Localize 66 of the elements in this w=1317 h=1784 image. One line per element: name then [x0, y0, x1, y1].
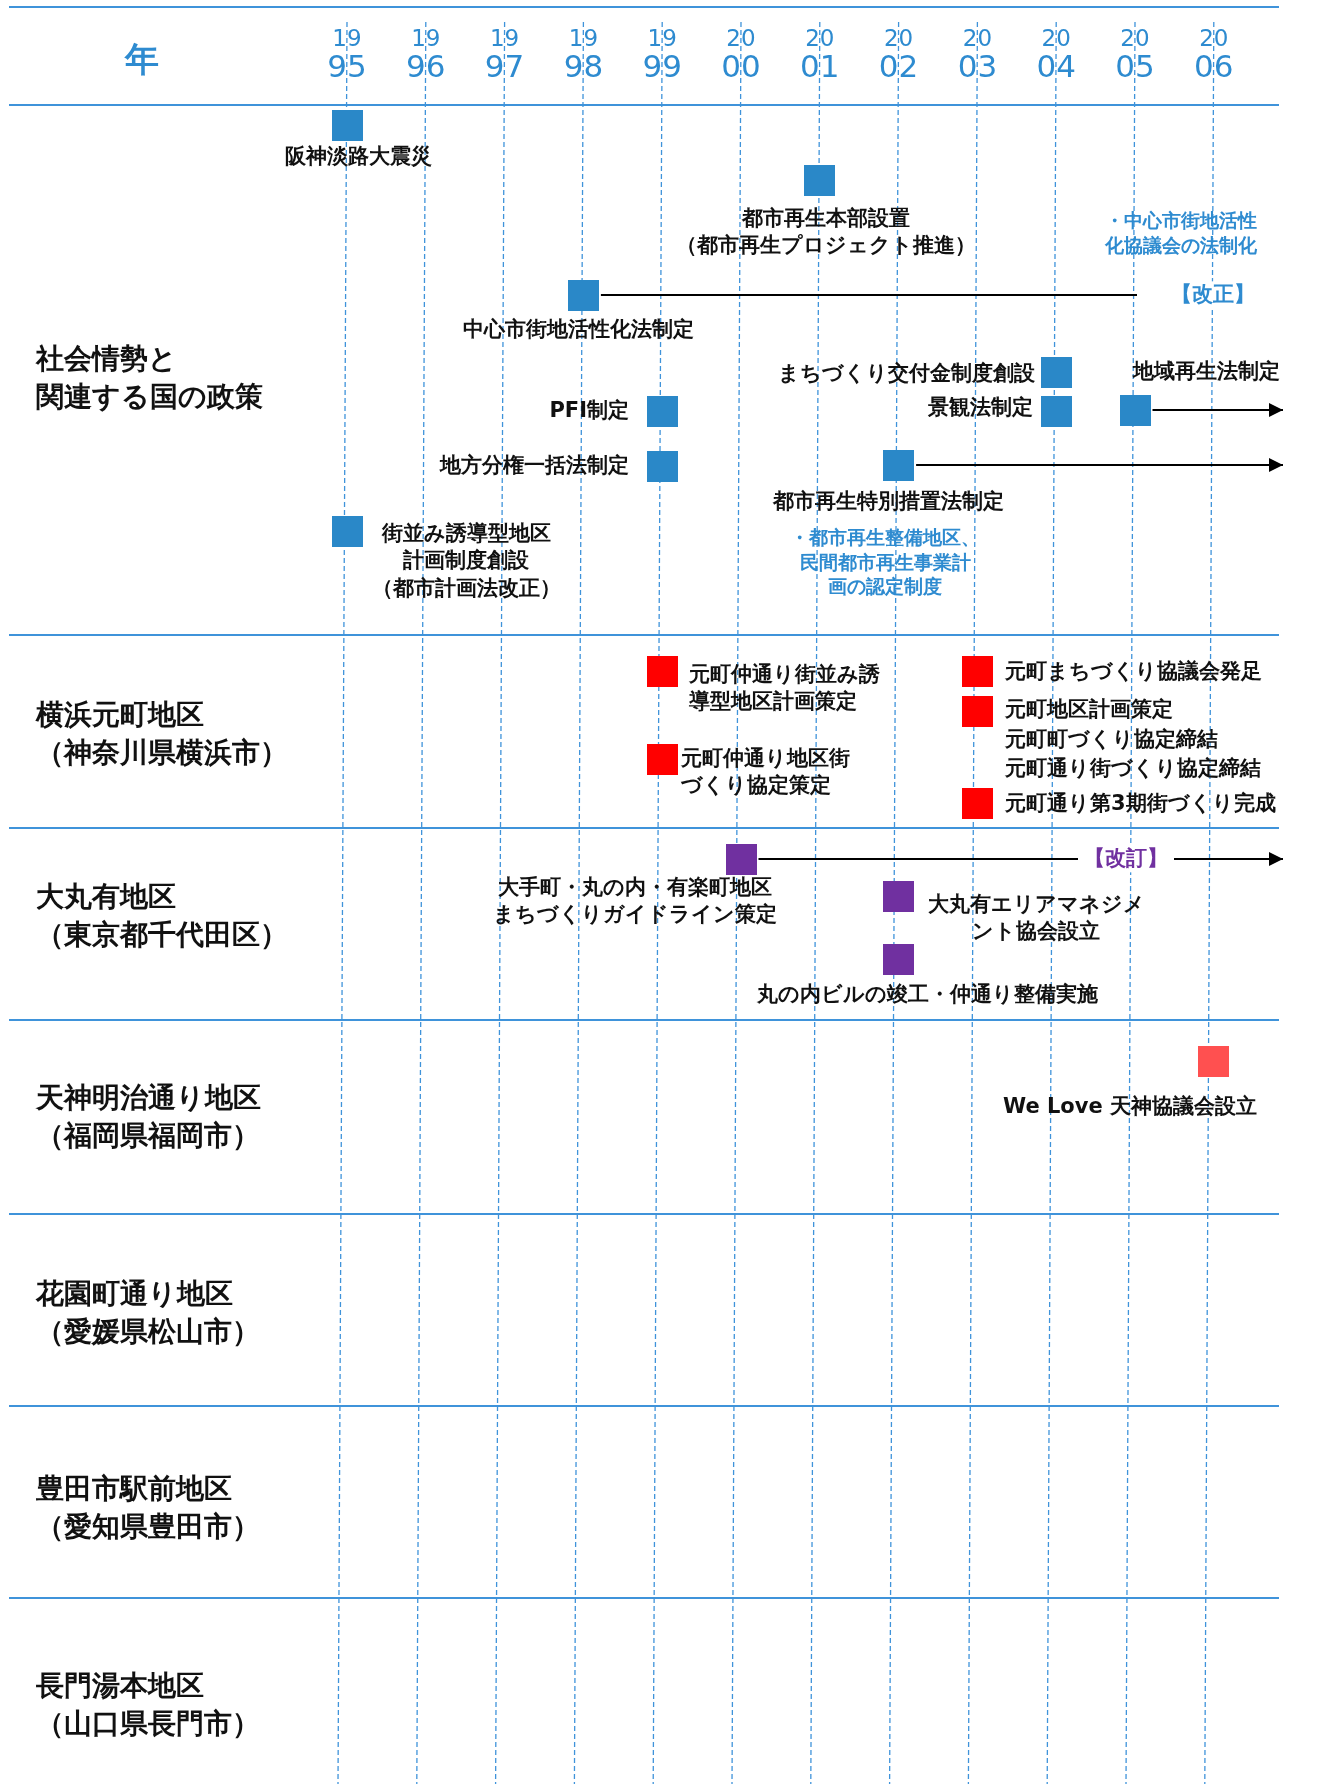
- event-label: 中心市街地活性化法制定: [462, 316, 694, 344]
- row-heading: 大丸有地区（東京都千代田区）: [36, 879, 288, 953]
- row-heading: 豊田市駅前地区（愛知県豊田市）: [36, 1471, 260, 1545]
- year-label: 20 03: [957, 24, 998, 82]
- year-label: 20 02: [878, 24, 919, 82]
- event-marker: [567, 279, 599, 311]
- year-label: 20 05: [1115, 24, 1155, 82]
- event-marker: [1040, 395, 1072, 427]
- event-label: 地方分権一括法制定: [440, 452, 629, 480]
- event-label: 都市再生本部設置（都市再生プロジェクト推進）: [676, 204, 976, 259]
- event-marker: [961, 787, 993, 819]
- arrow: [1151, 403, 1284, 417]
- year-label: 20 01: [799, 24, 840, 82]
- event-marker: [646, 395, 678, 427]
- year-label: 19 98: [563, 24, 604, 82]
- event-label: 元町まちづくり協議会発足: [1005, 658, 1262, 686]
- event-marker: [1119, 394, 1151, 426]
- row-heading: 花園町通り地区（愛媛県松山市）: [36, 1276, 260, 1350]
- event-marker: [646, 743, 678, 775]
- event-marker: [1198, 1045, 1230, 1077]
- event-marker: [883, 880, 915, 912]
- event-marker: [961, 695, 993, 727]
- event-label: 大丸有エリアマネジメント協会設立: [927, 890, 1145, 945]
- event-marker: [646, 655, 678, 687]
- event-label: PFI制定: [549, 397, 629, 425]
- event-marker: [961, 655, 993, 687]
- event-marker: [883, 943, 915, 975]
- event-marker: [1040, 356, 1072, 388]
- event-label: 阪神淡路大震災: [284, 143, 432, 171]
- year-label: 20 04: [1036, 24, 1077, 82]
- note: ・中心市街地活性化協議会の法制化: [1105, 208, 1257, 258]
- event-label: 都市再生特別措置法制定: [772, 488, 1004, 516]
- row-heading: 天神明治通り地区（福岡県福岡市）: [36, 1080, 261, 1154]
- row-heading: 横浜元町地区（神奈川県横浜市）: [36, 697, 288, 771]
- event-marker: [331, 109, 363, 141]
- event-label: 大手町・丸の内・有楽町地区まちづくりガイドライン策定: [493, 873, 777, 928]
- edge-label: 【改訂】: [1078, 845, 1174, 873]
- year-label: 19 95: [327, 24, 367, 82]
- event-label: 景観法制定: [928, 394, 1033, 422]
- event-label: 元町地区計画策定: [1005, 696, 1173, 724]
- year-label: 19 96: [405, 24, 446, 82]
- event-marker: [883, 449, 915, 481]
- year-label: 19 99: [642, 24, 683, 82]
- event-label: 元町町づくり協定締結: [1005, 726, 1218, 754]
- event-label: 地域再生法制定: [1133, 358, 1280, 386]
- note: ・都市再生整備地区、民間都市再生事業計画の認定制度: [790, 524, 980, 600]
- event-label: 元町通り第3期街づくり完成: [1005, 790, 1276, 818]
- event-marker: [331, 515, 363, 547]
- event-marker: [725, 843, 757, 875]
- event-label: 元町通り街づくり協定締結: [1005, 755, 1261, 783]
- event-label: 元町仲通り地区街づくり協定策定: [681, 744, 850, 799]
- row-heading: 社会情勢と関連する国の政策: [36, 341, 263, 415]
- event-label: 街並み誘導型地区計画制度創設（都市計画法改正）: [371, 520, 561, 602]
- event-label: We Love 天神協議会設立: [1003, 1093, 1257, 1121]
- row-heading: 長門湯本地区（山口県長門市）: [36, 1668, 260, 1742]
- arrow: [915, 458, 1284, 472]
- event-label: 丸の内ビルの竣工・仲通り整備実施: [756, 981, 1098, 1009]
- event-marker: [646, 450, 678, 482]
- timeline-line: [599, 294, 1138, 296]
- event-marker: [804, 164, 836, 196]
- event-label: まちづくり交付金制度創設: [778, 360, 1035, 388]
- year-label: 19 97: [484, 24, 525, 82]
- event-label: 元町仲通り街並み誘導型地区計画策定: [689, 660, 880, 715]
- column-heading: 年: [125, 37, 159, 81]
- year-label: 20 06: [1193, 24, 1234, 82]
- year-label: 20 00: [721, 24, 761, 82]
